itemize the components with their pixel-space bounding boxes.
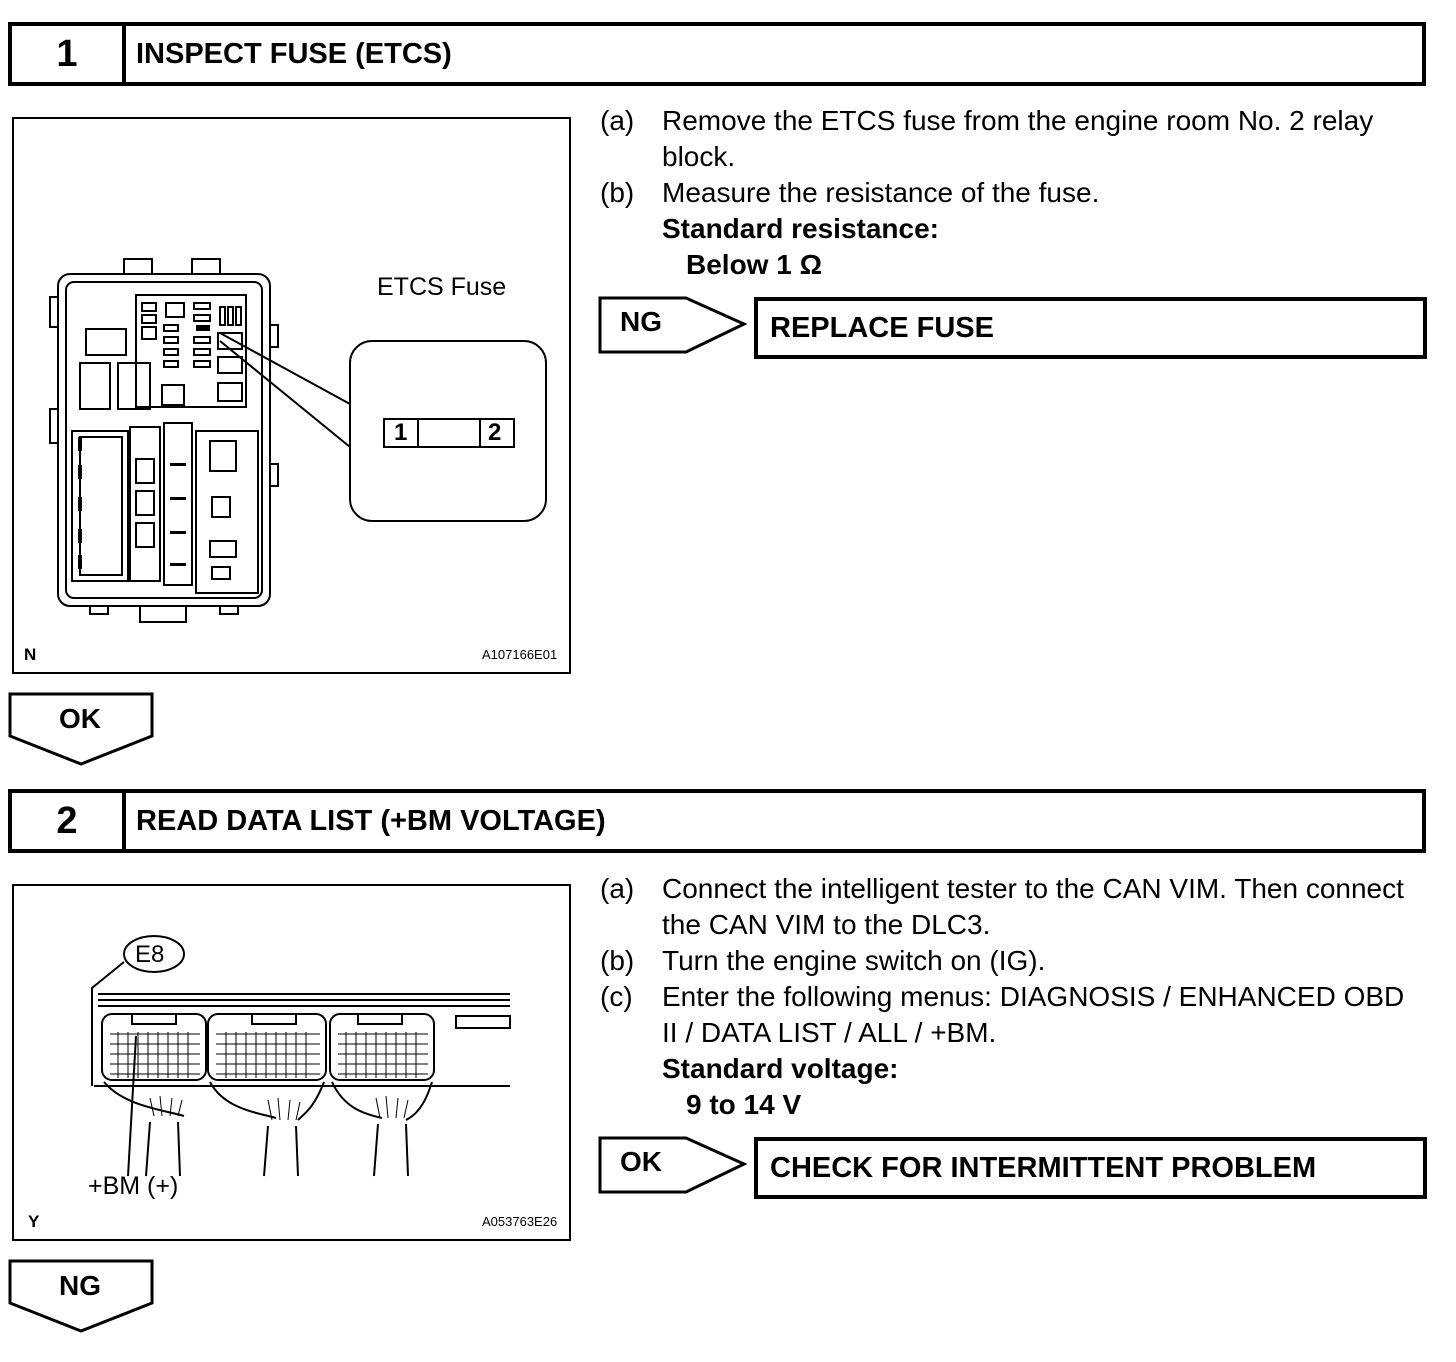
ng-continue-tag: NG — [8, 1259, 154, 1333]
fuse-terminal-2-label: 2 — [488, 419, 502, 446]
instruction-text: Remove the ETCS fuse from the engine roo… — [662, 105, 1374, 172]
instruction-item: (b) Measure the resistance of the fuse. — [600, 175, 1400, 211]
figure-corner-label: Y — [28, 1212, 40, 1231]
fuse-terminal-1-label: 1 — [394, 419, 408, 446]
instruction-text: Turn the engine switch on (IG). — [662, 945, 1046, 976]
arrow-right-icon — [598, 1136, 748, 1194]
ng-result-tag: NG — [598, 296, 748, 356]
replace-fuse-box: REPLACE FUSE — [754, 297, 1427, 359]
standard-voltage-value: 9 to 14 V — [686, 1089, 802, 1120]
instruction-item: (c) Enter the following menus: DIAGNOSIS… — [600, 979, 1410, 1051]
arrow-down-icon — [8, 692, 154, 766]
fuse-relay-block-figure: ETCS Fuse 1 2 N A107166E01 — [12, 117, 571, 674]
figure-code: A107166E01 — [482, 647, 558, 662]
instruction-label: (c) — [600, 981, 633, 1012]
step-2-instructions: (a) Connect the intelligent tester to th… — [600, 871, 1410, 1123]
bm-terminal-label: +BM (+) — [88, 1172, 179, 1200]
instruction-label: (b) — [600, 945, 635, 976]
step-2-number: 2 — [12, 793, 126, 849]
instruction-label: (b) — [600, 177, 635, 208]
check-intermittent-problem-box: CHECK FOR INTERMITTENT PROBLEM — [754, 1137, 1427, 1199]
ecm-connector-figure: E8 +BM (+) Y A053763E26 — [12, 884, 571, 1241]
instruction-item: (b) Turn the engine switch on (IG). — [600, 943, 1410, 979]
etcs-fuse-label: ETCS Fuse — [377, 273, 507, 301]
ok-continue-label: OK — [59, 703, 101, 734]
step-1-instructions: (a) Remove the ETCS fuse from the engine… — [600, 103, 1400, 283]
figure-corner-label: N — [24, 645, 37, 664]
step-2-header: 2 READ DATA LIST (+BM VOLTAGE) — [8, 789, 1426, 853]
relay-block-drawing — [49, 258, 547, 623]
ok-result-label: OK — [620, 1146, 662, 1177]
ok-result-tag: OK — [598, 1136, 748, 1196]
step-1-header: 1 INSPECT FUSE (ETCS) — [8, 22, 1426, 86]
instruction-text: Measure the resistance of the fuse. — [662, 177, 1100, 208]
instruction-text: Connect the intelligent tester to the CA… — [662, 873, 1404, 940]
step-1-title: INSPECT FUSE (ETCS) — [136, 37, 452, 70]
step-1-number: 1 — [12, 26, 126, 82]
ok-continue-tag: OK — [8, 692, 154, 766]
instruction-item: (a) Remove the ETCS fuse from the engine… — [600, 103, 1400, 175]
instruction-item: (a) Connect the intelligent tester to th… — [600, 871, 1410, 943]
standard-resistance-heading: Standard resistance: — [662, 213, 939, 244]
instruction-label: (a) — [600, 873, 635, 904]
figure-code: A053763E26 — [482, 1214, 558, 1229]
instruction-label: (a) — [600, 105, 635, 136]
arrow-down-icon — [8, 1259, 154, 1333]
standard-voltage-heading: Standard voltage: — [662, 1053, 899, 1084]
arrow-right-icon — [598, 296, 748, 354]
ng-result-label: NG — [620, 306, 662, 337]
standard-resistance-value: Below 1 Ω — [686, 249, 823, 280]
ng-continue-label: NG — [59, 1270, 101, 1301]
instruction-text: Enter the following menus: DIAGNOSIS / E… — [662, 981, 1405, 1048]
connector-e8-label: E8 — [135, 941, 165, 968]
step-2-title: READ DATA LIST (+BM VOLTAGE) — [136, 804, 606, 837]
ecm-connector-drawing — [91, 935, 511, 1177]
